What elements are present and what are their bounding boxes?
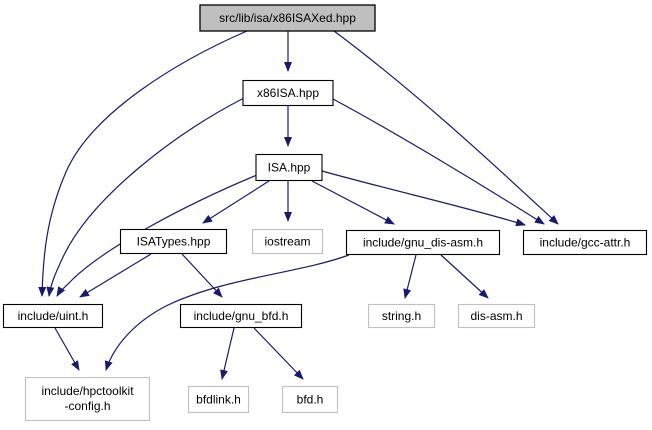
node-hpctoolkit-config-label-line2: -config.h (64, 399, 110, 413)
node-gcc-attr-label: include/gcc-attr.h (540, 236, 631, 250)
node-hpctoolkit-config-box (24, 376, 151, 422)
node-isa-box (255, 153, 323, 182)
node-uint[interactable]: include/uint.h (2, 303, 104, 329)
edges (38, 30, 559, 380)
node-bfd: bfd.h (281, 385, 339, 414)
node-iostream-label: iostream (264, 235, 310, 249)
edge-gnu-bfd-bfd (253, 327, 304, 380)
node-isatypes[interactable]: ISATypes.hpp (119, 228, 228, 255)
node-x86isa[interactable]: x86ISA.hpp (242, 79, 334, 107)
node-hpctoolkit-config: include/hpctoolkit -config.h (24, 376, 151, 422)
node-x86isa-label: x86ISA.hpp (257, 86, 319, 100)
edge-gnu-bfd-bfdlink (220, 327, 235, 380)
edge-x86isa-gcc-attr (332, 98, 545, 225)
node-isatypes-box (119, 228, 228, 255)
edge-isa-uint (56, 174, 258, 297)
node-gnu-dis-asm[interactable]: include/gnu_dis-asm.h (345, 229, 501, 256)
node-bfd-label: bfd.h (297, 393, 324, 407)
node-gcc-attr[interactable]: include/gcc-attr.h (522, 229, 648, 256)
edge-uint-hpctoolkit-config (54, 327, 80, 371)
node-gnu-dis-asm-box (345, 229, 501, 256)
edge-x86isa-uint (46, 97, 245, 297)
node-bfdlink-label: bfdlink.h (196, 393, 241, 407)
node-isa[interactable]: ISA.hpp (255, 153, 323, 182)
edge-x86isaxed-gcc-attr (333, 30, 559, 225)
edge-gnu-dis-asm-dis-asm (440, 254, 489, 299)
node-string-box (367, 303, 436, 329)
node-iostream-box (251, 228, 324, 255)
edge-isatypes-uint (79, 253, 152, 298)
node-uint-box (2, 303, 104, 329)
node-dis-asm-label: dis-asm.h (470, 309, 522, 323)
edge-isa-isatypes (202, 180, 270, 224)
node-bfd-box (281, 385, 339, 414)
node-gnu-bfd-label: include/gnu_bfd.h (194, 309, 289, 323)
edge-isa-gcc-attr (321, 170, 526, 227)
node-x86isaxed: src/lib/isa/x86ISAXed.hpp (199, 4, 376, 32)
node-gnu-bfd-box (179, 303, 303, 329)
node-gnu-dis-asm-label: include/gnu_dis-asm.h (363, 236, 483, 250)
node-string: string.h (367, 303, 436, 329)
node-hpctoolkit-config-label-line1: include/hpctoolkit (41, 384, 134, 398)
edge-gnu-dis-asm-string (403, 254, 417, 299)
node-x86isaxed-box (199, 4, 376, 32)
node-dis-asm-box (457, 303, 536, 329)
node-gnu-bfd[interactable]: include/gnu_bfd.h (179, 303, 303, 329)
node-gcc-attr-box (522, 229, 648, 256)
edge-isatypes-gnu-bfd (181, 253, 223, 298)
edge-x86isaxed-uint (38, 30, 248, 297)
node-isatypes-label: ISATypes.hpp (137, 235, 211, 249)
node-uint-label: include/uint.h (18, 309, 89, 323)
edge-gnu-dis-asm-hpctoolkit-config (104, 254, 350, 371)
node-bfdlink: bfdlink.h (187, 385, 250, 414)
node-string-label: string.h (382, 309, 421, 323)
node-dis-asm: dis-asm.h (457, 303, 536, 329)
node-bfdlink-box (187, 385, 250, 414)
node-isa-label: ISA.hpp (268, 161, 311, 175)
node-x86isaxed-label: src/lib/isa/x86ISAXed.hpp (219, 11, 356, 25)
edge-isa-gnu-dis-asm (311, 180, 395, 225)
node-iostream: iostream (251, 228, 324, 255)
node-x86isa-box (242, 79, 334, 107)
